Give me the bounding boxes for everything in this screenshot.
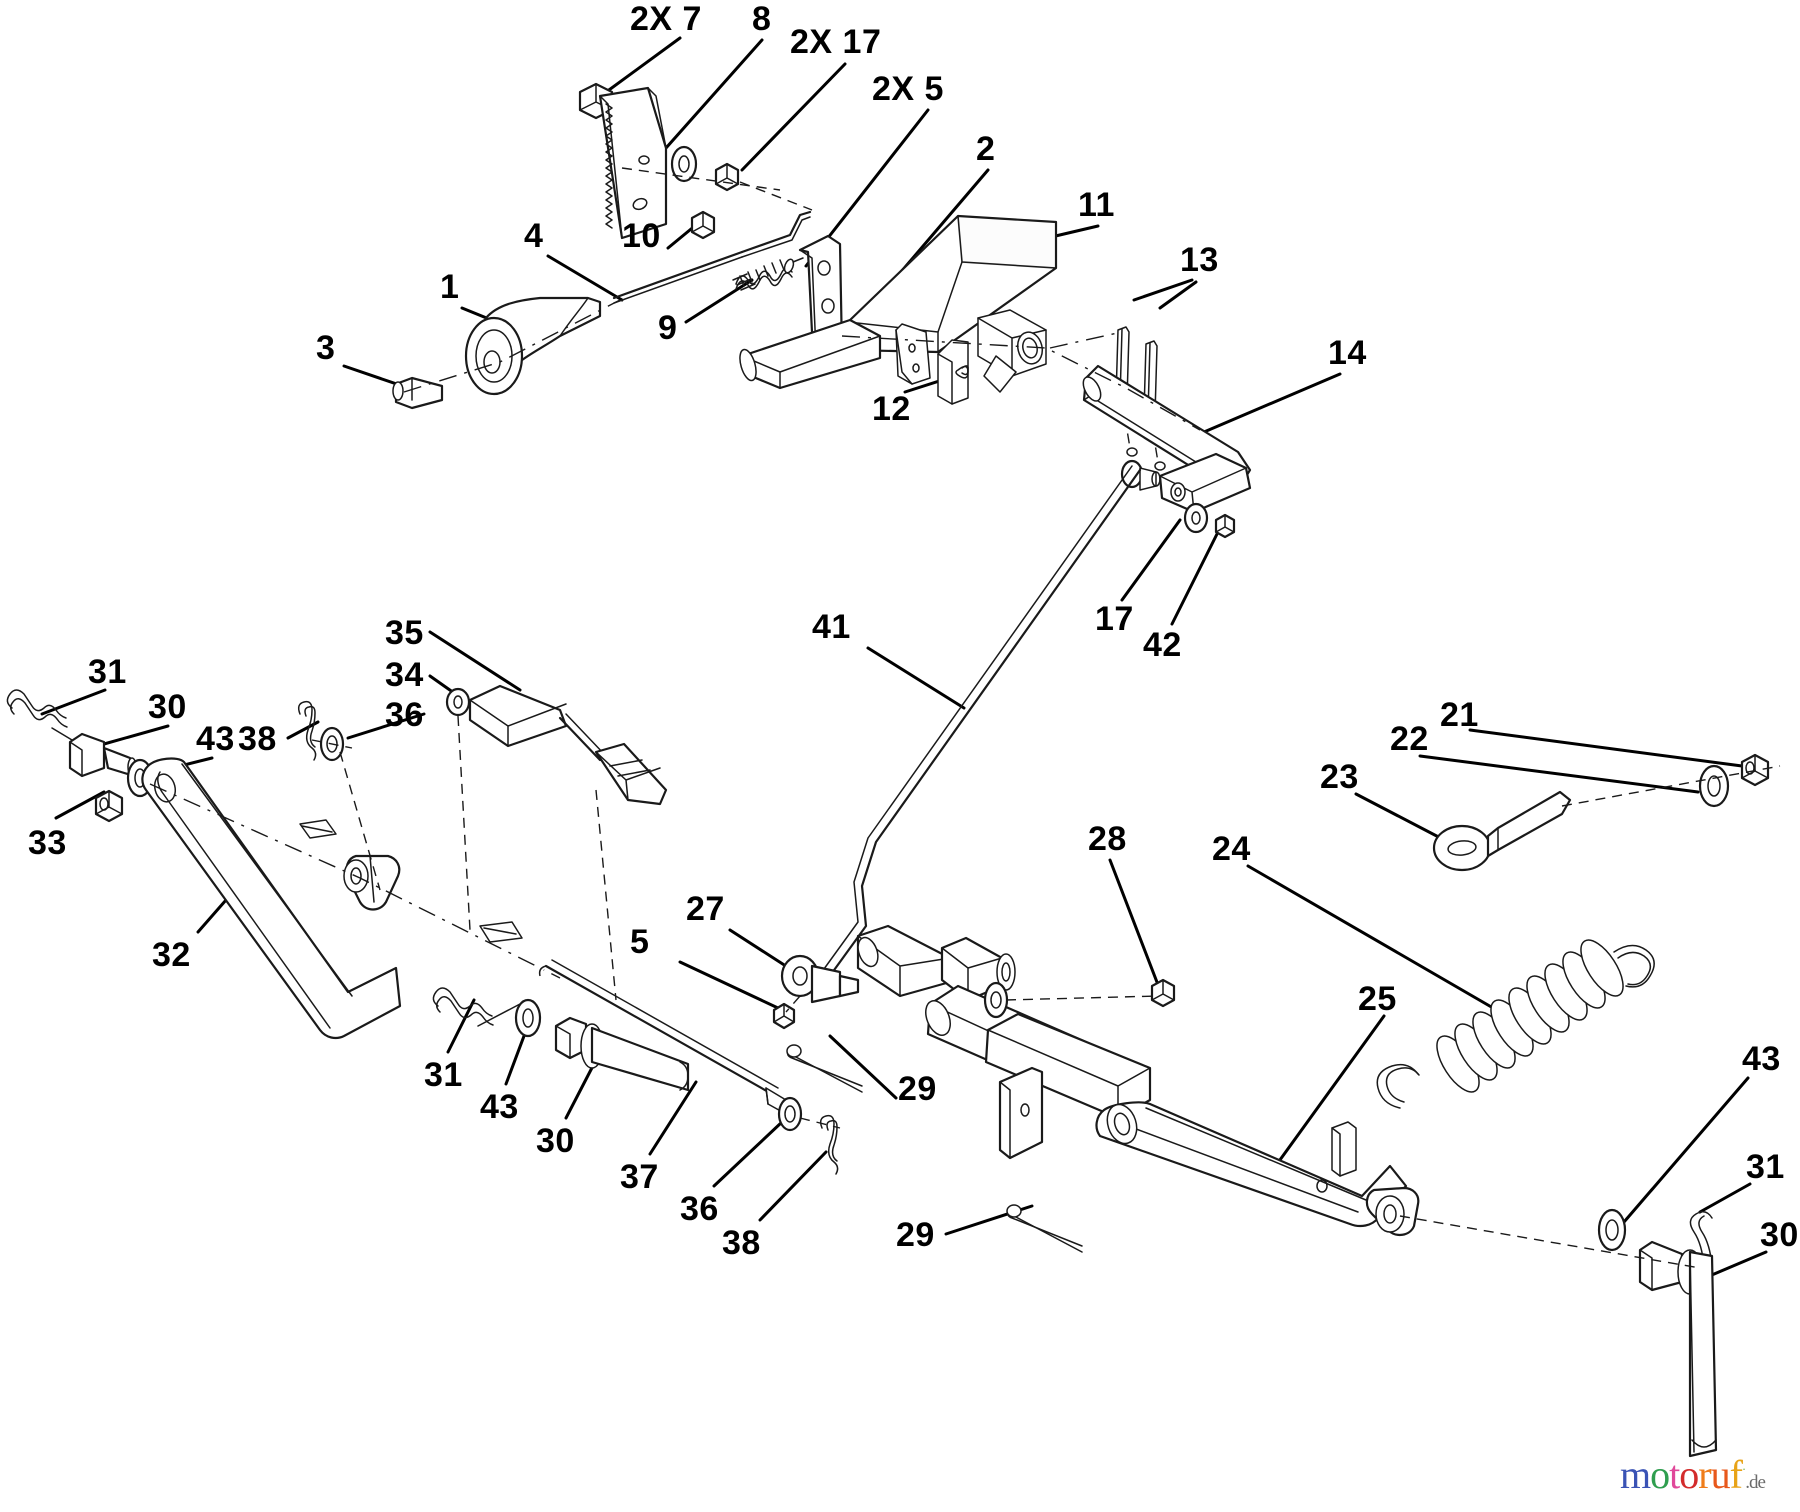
center-bracket (856, 924, 1420, 1236)
part-3-knob-rod-end (392, 376, 444, 410)
part-11-lift-lever-tube (739, 214, 1058, 405)
callout-27: 27 (686, 890, 725, 928)
callout-1: 1 (440, 268, 460, 306)
part-22-washer (1698, 764, 1730, 808)
callout-4: 4 (524, 217, 544, 255)
part-8-notched-quadrant-plate (598, 86, 668, 240)
callout-38-lower: 38 (722, 1224, 761, 1262)
part-27-clevis-pin (780, 954, 860, 1004)
part-29-cotter-pin-upper (786, 1044, 863, 1093)
part-30-clevis-pin-left (68, 732, 137, 778)
callout-25: 25 (1358, 980, 1397, 1018)
callout-21: 21 (1440, 696, 1479, 734)
callout-30-mid: 30 (536, 1122, 575, 1160)
callout-9: 9 (658, 309, 678, 347)
part-14-crank-arm (1082, 364, 1252, 514)
callout-8: 8 (752, 0, 772, 38)
part-5-flange-nut (772, 1002, 796, 1030)
callout-31-left: 31 (88, 653, 127, 691)
callout-30-left: 30 (148, 688, 187, 726)
callout-23: 23 (1320, 758, 1359, 796)
part-17-42-fasteners (1120, 459, 1236, 539)
logo-letter-f: f (1729, 1452, 1743, 1497)
logo-letter-o2: o (1679, 1452, 1699, 1497)
callout-24: 24 (1212, 830, 1251, 868)
callout-35: 35 (385, 614, 424, 652)
callout-28: 28 (1088, 820, 1127, 858)
callout-10: 10 (622, 217, 661, 255)
callout-43-right: 43 (1742, 1040, 1781, 1078)
callout-31-mid: 31 (424, 1056, 463, 1094)
callout-29-upper: 29 (898, 1070, 937, 1108)
callout-5: 5 (630, 923, 650, 961)
part-17-hex-nut (714, 162, 740, 192)
callout-42: 42 (1143, 626, 1182, 664)
callout-11: 11 (1078, 186, 1115, 224)
part-30-clevis-pin-right (1638, 1240, 1718, 1458)
logo-letter-u: u (1710, 1452, 1731, 1497)
top-assembly-group (392, 82, 1252, 997)
callout-32: 32 (152, 936, 191, 974)
part-30-clevis-pin-mid (554, 1016, 690, 1092)
callout-41: 41 (812, 608, 851, 646)
part-9-compression-spring (732, 257, 804, 291)
part-23-eye-bolt (1432, 790, 1572, 872)
callout-2: 2 (976, 130, 996, 168)
part-10-hex-nut (690, 210, 716, 240)
logo-letter-o1: o (1650, 1452, 1670, 1497)
callout-38-upper: 38 (238, 720, 277, 758)
callout-14: 14 (1328, 334, 1367, 372)
part-28-washer (983, 981, 1009, 1019)
part-24-extension-spring (1376, 939, 1655, 1109)
part-43-washer-right (1597, 1208, 1627, 1252)
part-28-hex-nut (1150, 978, 1176, 1008)
right-lower-assembly-group (1376, 753, 1781, 1458)
part-4-rod (612, 210, 812, 304)
callout-34: 34 (385, 656, 424, 694)
logo-letter-r: r (1698, 1452, 1711, 1497)
callout-29-lower: 29 (896, 1216, 935, 1254)
callout-43-left: 43 (196, 720, 235, 758)
part-36-washer-bottom (777, 1096, 803, 1132)
logo-letter-t: t (1669, 1452, 1680, 1497)
callout-13: 13 (1180, 241, 1219, 279)
callout-31-right: 31 (1746, 1148, 1785, 1186)
callout-3: 3 (316, 329, 336, 367)
callout-2x-17: 2X 17 (790, 23, 882, 61)
callout-2x-5: 2X 5 (872, 70, 944, 108)
part-32-left-lift-arm (141, 757, 523, 1040)
logo-letter-m: m (1620, 1452, 1651, 1497)
part-1-grip-handle (464, 296, 602, 396)
callout-22: 22 (1390, 720, 1429, 758)
motoruf-watermark-logo: motoruf·.de (1620, 1452, 1766, 1497)
logo-suffix: .de (1745, 1472, 1766, 1493)
part-29-cotter-pin-lower (1006, 1204, 1083, 1253)
part-38-hairpin-cotter-upper (297, 700, 317, 761)
callout-37: 37 (620, 1158, 659, 1196)
part-17-washer (670, 145, 698, 183)
logo-accent-dot: · (1741, 1461, 1746, 1477)
callout-33: 33 (28, 824, 67, 862)
part-12-retaining-clip (955, 365, 969, 379)
part-33-hex-nut (94, 789, 124, 823)
center-lower-assembly-group (772, 924, 1420, 1253)
callout-17-lower: 17 (1095, 600, 1134, 638)
callout-2x-7: 2X 7 (630, 0, 702, 38)
callout-43-mid: 43 (480, 1088, 519, 1126)
left-lower-assembly-group (6, 684, 841, 1175)
callout-36-upper: 36 (385, 696, 424, 734)
part-31-hairpin-cotter-left (6, 689, 73, 741)
callout-12: 12 (872, 390, 911, 428)
part-41-lift-rod (815, 465, 1142, 997)
callout-36-lower: 36 (680, 1190, 719, 1228)
part-43-washer-mid (514, 998, 542, 1038)
part-31-hairpin-cotter-mid (432, 987, 521, 1027)
callout-30-right: 30 (1760, 1216, 1799, 1254)
part-35-turnbuckle-rod (445, 684, 668, 806)
